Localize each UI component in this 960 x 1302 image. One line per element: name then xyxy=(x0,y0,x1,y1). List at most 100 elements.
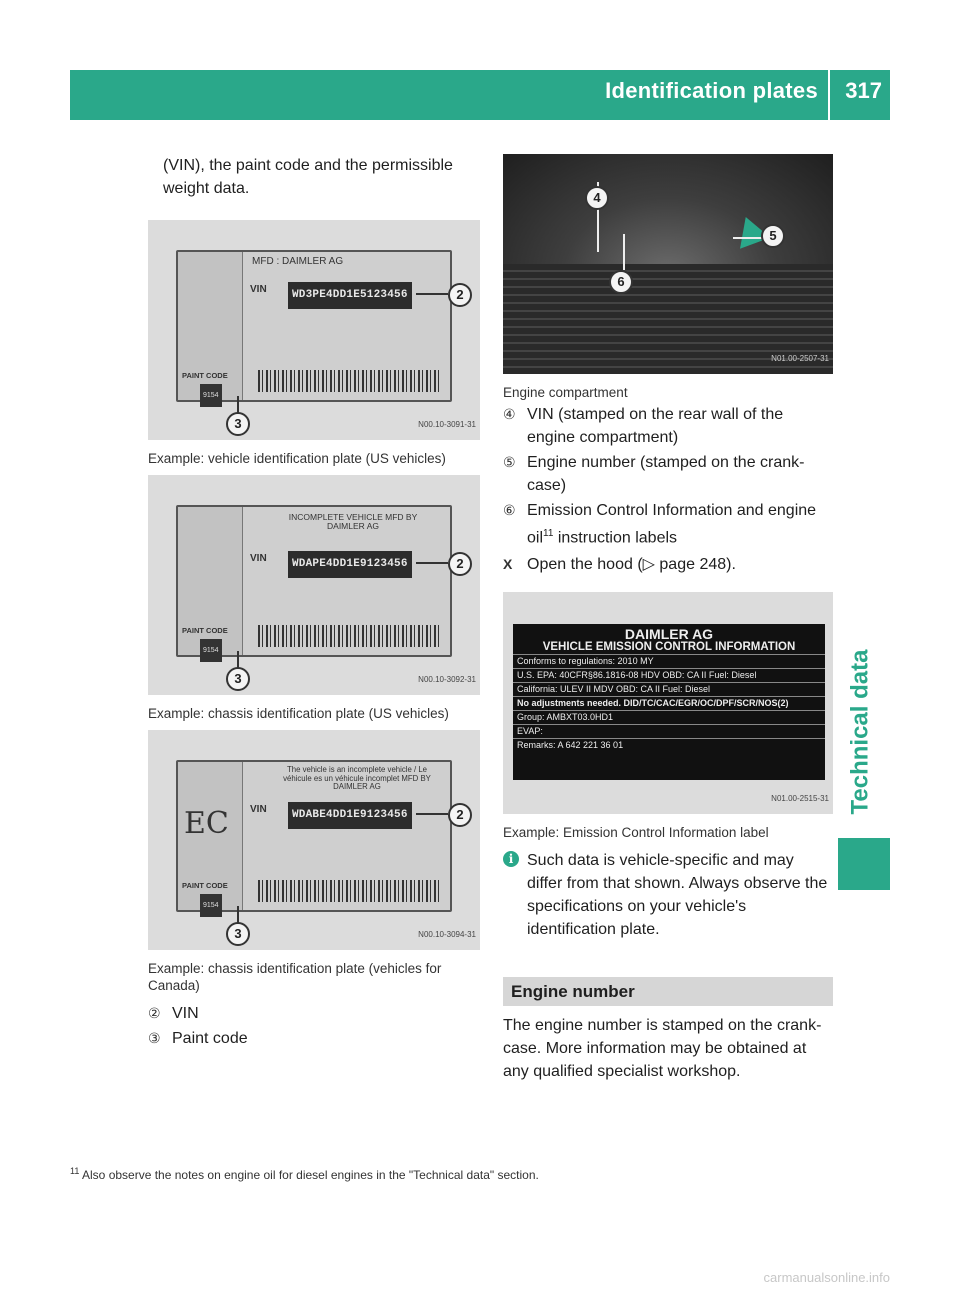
info-text: Such data is vehicle-specific and may di… xyxy=(527,852,828,939)
emission-row: California: ULEV II MDV OBD: CA II Fuel:… xyxy=(513,682,825,696)
leader-line xyxy=(237,651,239,669)
plate-left-panel xyxy=(178,507,243,655)
plate-barcode xyxy=(258,625,442,647)
right-column: 4 5 6 N01.00-2507-31 Engine compartment … xyxy=(503,154,833,1083)
watermark: carmanualsonline.info xyxy=(763,1270,890,1285)
page-ref-link[interactable]: page 248). xyxy=(659,556,736,574)
callout-6: 6 xyxy=(609,270,633,294)
us-vehicle-plate-figure: MFD : DAIMLER AG VIN WD3PE4DD1E5123456 P… xyxy=(148,220,480,440)
figure-caption: Example: Emission Control Information la… xyxy=(503,825,769,841)
item-number: ④ xyxy=(503,406,516,422)
item-text-tail: instruction labels xyxy=(553,529,678,547)
legend-text: Paint code xyxy=(172,1030,248,1047)
canada-mark: EC xyxy=(184,806,229,841)
id-plate: MFD : DAIMLER AG VIN WD3PE4DD1E5123456 P… xyxy=(176,250,452,407)
us-chassis-plate-figure: INCOMPLETE VEHICLE MFD BY DAIMLER AG VIN… xyxy=(148,475,480,695)
plate-paint-label: PAINT CODE xyxy=(182,881,228,890)
page-header: Identification plates 317 xyxy=(70,70,890,120)
leader-line xyxy=(237,396,239,414)
callout-3: 3 xyxy=(226,412,250,436)
legend-item: ② VIN xyxy=(148,1002,480,1025)
footnote-number: 11 xyxy=(70,1166,80,1176)
figure-code: N01.00-2507-31 xyxy=(771,354,829,363)
plate-barcode xyxy=(258,370,442,392)
grille-area xyxy=(503,264,833,374)
side-marker xyxy=(838,838,890,890)
plate-header: The vehicle is an incomplete vehicle / L… xyxy=(283,765,431,792)
plate-left-panel xyxy=(178,252,243,400)
section-heading: Engine number xyxy=(503,977,833,1007)
engine-item: ④ VIN (stamped on the rear wall of the e… xyxy=(503,403,833,449)
plate-left-panel xyxy=(178,762,243,910)
plate-paint-value: 9154 xyxy=(200,894,222,917)
callout-2: 2 xyxy=(448,552,472,576)
emission-subtitle: VEHICLE EMISSION CONTROL INFORMATION xyxy=(542,641,796,654)
plate-paint-label: PAINT CODE xyxy=(182,371,228,380)
header-title: Identification plates xyxy=(605,78,818,103)
emission-row: Conforms to regulations: 2010 MY xyxy=(513,654,825,668)
plate-header: INCOMPLETE VEHICLE MFD BY DAIMLER AG xyxy=(288,512,418,531)
side-tab-label: Technical data xyxy=(846,649,874,815)
legend-number: ② xyxy=(148,1005,161,1021)
leader-line xyxy=(733,237,763,239)
plate-paint-value: 9154 xyxy=(200,384,222,407)
plate-paint-label: PAINT CODE xyxy=(182,626,228,635)
emission-row: No adjustments needed. DID/TC/CAC/EGR/OC… xyxy=(513,696,825,710)
plate-vin-label: VIN xyxy=(250,804,267,815)
leader-line xyxy=(416,293,448,295)
engine-compartment-figure: 4 5 6 N01.00-2507-31 xyxy=(503,154,833,374)
emission-row: Remarks: A 642 221 36 01 xyxy=(513,738,825,752)
figure-code: N00.10-3091-31 xyxy=(418,420,476,429)
figure-code: N01.00-2515-31 xyxy=(771,794,829,804)
callout-2: 2 xyxy=(448,283,472,307)
info-icon: i xyxy=(503,851,519,868)
info-note: i Such data is vehicle-specific and may … xyxy=(503,849,833,941)
figure-caption: Example: chassis identification plate (v… xyxy=(148,961,442,993)
item-number: ⑤ xyxy=(503,454,516,470)
page-ref-icon: ▷ xyxy=(642,556,655,574)
emission-title: DAIMLER AG xyxy=(624,626,714,643)
callout-4: 4 xyxy=(585,186,609,210)
figure-code: N00.10-3094-31 xyxy=(418,930,476,939)
engine-item: ⑥ Emission Control Information and engin… xyxy=(503,499,833,549)
figure-caption: Example: chassis identification plate (U… xyxy=(148,706,449,721)
engine-item: ⑤ Engine number (stamped on the crank-ca… xyxy=(503,451,833,497)
intro-text-line2: weight data. xyxy=(163,180,250,197)
plate-paint-value: 9154 xyxy=(200,639,222,662)
plate-vin-value: WDABE4DD1E9123456 xyxy=(288,802,412,829)
action-text: Open the hood ( xyxy=(527,556,643,574)
section-text: The engine number is stamped on the cran… xyxy=(503,1017,822,1081)
legend-text: VIN xyxy=(172,1005,199,1022)
figure-code: N00.10-3092-31 xyxy=(418,675,476,684)
callout-2: 2 xyxy=(448,803,472,827)
emission-label-figure: DAIMLER AG VEHICLE EMISSION CONTROL INFO… xyxy=(503,592,833,815)
action-item: X Open the hood (▷ page 248). xyxy=(503,553,833,576)
callout-5: 5 xyxy=(761,224,785,248)
emission-label: DAIMLER AG VEHICLE EMISSION CONTROL INFO… xyxy=(513,624,825,781)
figure-caption: Example: vehicle identification plate (U… xyxy=(148,451,446,466)
footnote-text: Also observe the notes on engine oil for… xyxy=(82,1168,539,1182)
plate-vin-value: WD3PE4DD1E5123456 xyxy=(288,282,412,309)
plate-vin-label: VIN xyxy=(250,284,267,295)
figure-caption: Engine compartment xyxy=(503,385,628,400)
plate-header: MFD : DAIMLER AG xyxy=(252,256,344,267)
item-text: Engine number (stamped on the crank-case… xyxy=(527,454,805,494)
plate-barcode xyxy=(258,880,442,902)
leader-line xyxy=(597,182,599,252)
id-plate: EC The vehicle is an incomplete vehicle … xyxy=(176,760,452,917)
id-plate: INCOMPLETE VEHICLE MFD BY DAIMLER AG VIN… xyxy=(176,505,452,662)
legend-number: ③ xyxy=(148,1030,161,1046)
leader-line xyxy=(416,813,448,815)
callout-3: 3 xyxy=(226,922,250,946)
plate-vin-value: WDAPE4DD1E9123456 xyxy=(288,551,412,578)
item-text: VIN (stamped on the rear wall of the eng… xyxy=(527,406,784,446)
canada-chassis-plate-figure: EC The vehicle is an incomplete vehicle … xyxy=(148,730,480,950)
header-separator xyxy=(828,70,830,120)
page-number: 317 xyxy=(845,78,882,103)
legend-item: ③ Paint code xyxy=(148,1027,480,1050)
emission-row: U.S. EPA: 40CFR§86.1816-08 HDV OBD: CA I… xyxy=(513,668,825,682)
callout-3: 3 xyxy=(226,667,250,691)
emission-row: Group: AMBXT03.0HD1 xyxy=(513,710,825,724)
item-number: ⑥ xyxy=(503,502,516,518)
leader-line xyxy=(623,234,625,270)
